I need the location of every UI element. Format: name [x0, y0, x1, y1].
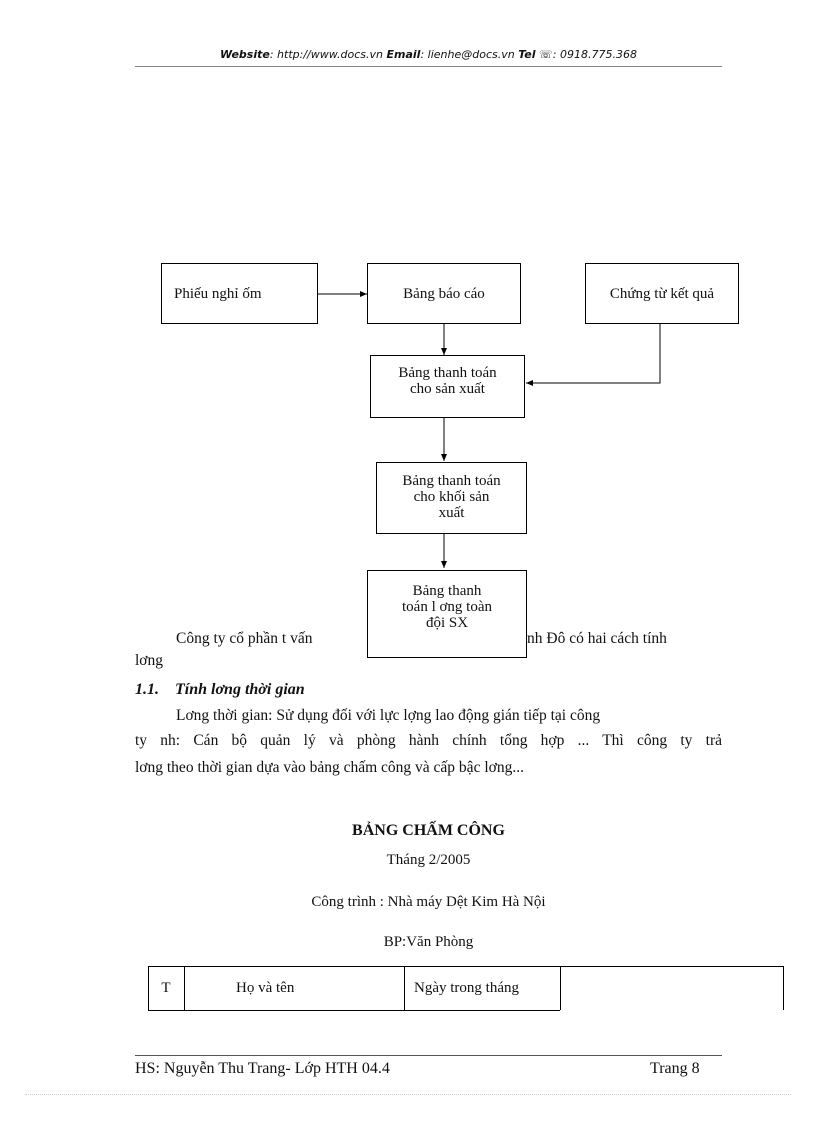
- tel-label: Tel: [518, 48, 536, 61]
- box-bang-tt-doi-line3: đội SX: [425, 615, 469, 631]
- paragraph-time-wage-line3: lơng theo thời gian dựa vào bảng chấm cô…: [135, 759, 524, 776]
- page-header: Website: http://www.docs.vn Email: lienh…: [135, 48, 722, 61]
- email-label: Email: [386, 48, 421, 61]
- timesheet-project: Công trình : Nhà máy Dệt Kim Hà Nội: [311, 894, 546, 910]
- box-bang-tt-doi-line2: toán l ơng toàn: [402, 599, 492, 615]
- table-border-right: [783, 966, 784, 1010]
- timesheet-title: BẢNG CHẤM CÔNG: [352, 822, 505, 839]
- timesheet-month: Tháng 2/2005: [386, 852, 471, 868]
- box-bang-thanh-toan-doi: Bảng thanh toán l ơng toàn đội SX: [367, 570, 527, 658]
- box-bang-tt-sx-line2: cho sản xuất: [410, 381, 485, 397]
- paragraph-intro-right: nh Đô có hai cách tính: [527, 630, 667, 647]
- website-value: : http://www.docs.vn: [269, 48, 383, 61]
- col-header-t: T: [161, 979, 171, 996]
- footer-page-number: Trang 8: [650, 1060, 700, 1077]
- box-bang-tt-khoi-line1: Bảng thanh toán: [402, 473, 501, 489]
- box-bang-bao-cao-label: Bảng báo cáo: [403, 285, 485, 302]
- footer-student: HS: Nguyễn Thu Trang- Lớp HTH 04.4: [135, 1060, 390, 1077]
- section-number: 1.1.: [135, 681, 159, 698]
- table-border-left: [148, 966, 149, 1010]
- paragraph-time-wage-line1: Lơng thời gian: Sử dụng đối với lực lợng…: [176, 707, 601, 724]
- box-bang-bao-cao: Bảng báo cáo: [367, 263, 521, 324]
- box-bang-thanh-toan-khoi: Bảng thanh toán cho khối sản xuất: [376, 462, 527, 534]
- section-heading: 1.1. Tính lơng thời gian: [135, 679, 305, 701]
- page-bottom-edge: [25, 1094, 791, 1095]
- table-bottom-border: [148, 1010, 560, 1011]
- col-header-days: Ngày trong tháng: [414, 979, 519, 996]
- paragraph-time-wage-line2: ty nh: Cán bộ quản lý và phòng hành chín…: [135, 732, 722, 749]
- phone-icon: ☏: [539, 48, 553, 61]
- box-bang-tt-doi-line1: Bảng thanh: [412, 583, 482, 599]
- box-phieu-nghi-om-label: Phiếu nghỉ ốm: [174, 285, 262, 302]
- table-border-c2: [404, 966, 405, 1010]
- section-title: Tính lơng thời gian: [175, 681, 305, 698]
- box-phieu-nghi-om: Phiếu nghỉ ốm: [161, 263, 318, 324]
- box-chung-tu-ket-qua: Chứng từ kết quả: [585, 263, 739, 324]
- website-label: Website: [220, 48, 270, 61]
- paragraph-intro-left: Công ty cổ phần t vấn: [176, 630, 313, 647]
- box-bang-thanh-toan-sx: Bảng thanh toán cho sản xuất: [370, 355, 525, 418]
- paragraph-intro-line2: lơng: [135, 652, 164, 669]
- timesheet-table-header: T Họ và tên Ngày trong tháng: [148, 966, 784, 1011]
- box-bang-tt-khoi-line2: cho khối sản: [413, 489, 490, 505]
- footer-divider: [135, 1055, 722, 1056]
- table-border-c1: [184, 966, 185, 1010]
- table-top-border: [148, 966, 784, 967]
- header-divider: [135, 66, 722, 67]
- timesheet-department: BP:Văn Phòng: [383, 934, 474, 950]
- email-value: : lienhe@docs.vn: [420, 48, 515, 61]
- table-border-c3: [560, 966, 561, 1010]
- box-bang-tt-sx-line1: Bảng thanh toán: [398, 365, 497, 381]
- box-bang-tt-khoi-line3: xuất: [438, 505, 465, 521]
- arrow-chungtu-to-tt-sx: [526, 324, 661, 386]
- tel-value: : 0918.775.368: [552, 48, 637, 61]
- col-header-name: Họ và tên: [236, 979, 295, 996]
- flowchart-connectors: [318, 291, 661, 568]
- box-chung-tu-label: Chứng từ kết quả: [609, 285, 715, 302]
